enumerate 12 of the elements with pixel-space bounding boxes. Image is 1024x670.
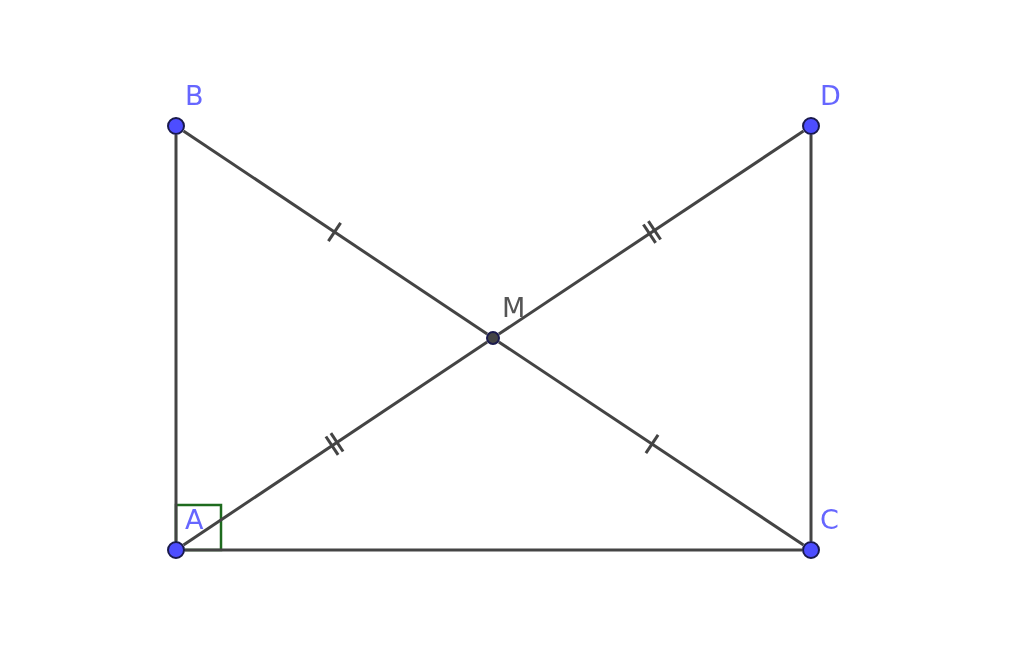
point-label: B [185, 80, 204, 112]
line-segment [809, 135, 813, 541]
line-segment [185, 548, 802, 552]
point-label: C [820, 504, 839, 536]
line-segment [182, 340, 488, 547]
line-segment [182, 129, 488, 336]
point-label: M [502, 292, 526, 324]
line-segment [498, 129, 805, 336]
line-segment [174, 135, 178, 541]
point-label: D [820, 80, 841, 112]
line-segment [498, 340, 805, 547]
point-label: A [185, 504, 204, 536]
